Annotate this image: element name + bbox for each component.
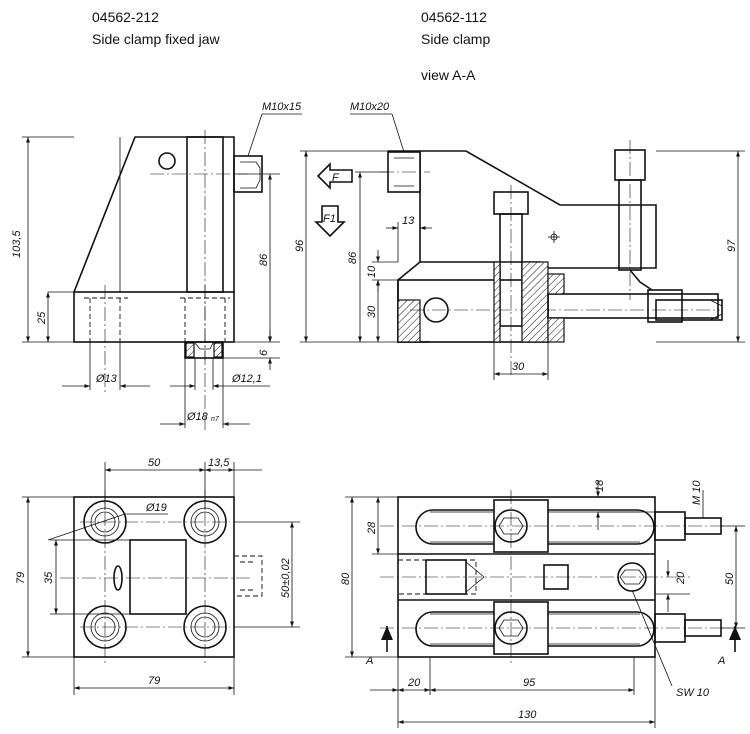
dim-86-left: 86 (258, 253, 270, 266)
section-a-left: A (365, 655, 373, 667)
dim-25: 25 (36, 311, 48, 325)
dim-50-tol: 50±0,02 (280, 558, 292, 598)
dim-35: 35 (43, 571, 55, 584)
dim-dia-19: Ø19 (145, 502, 167, 514)
dim-30-horiz: 30 (512, 361, 525, 373)
dim-28: 28 (366, 521, 378, 535)
dim-80: 80 (340, 572, 352, 585)
dim-13: 13 (402, 215, 415, 227)
right-part-title: Side clamp (421, 31, 491, 47)
dim-m10x20: M10x20 (350, 101, 390, 113)
left-part-title: Side clamp fixed jaw (92, 31, 220, 47)
fixed-jaw-top-view (22, 462, 300, 695)
dim-m10x15: M10x15 (262, 101, 302, 113)
force-label-f1: F1 (323, 213, 336, 225)
section-a-right: A (717, 655, 725, 667)
force-label-f: F (332, 172, 340, 184)
dim-13-5: 13,5 (208, 457, 230, 469)
dim-6: 6 (258, 349, 270, 356)
dim-20-vert: 20 (675, 571, 687, 585)
dim-18-small: 18 (594, 479, 606, 492)
dim-50-right: 50 (724, 572, 736, 585)
dim-dia-18-tol: n7 (211, 416, 220, 423)
dim-79-horiz: 79 (148, 675, 160, 687)
dim-96: 96 (294, 239, 306, 252)
side-clamp-top-view (345, 480, 745, 728)
right-part-code: 04562-112 (421, 9, 487, 25)
dim-20-horiz: 20 (407, 677, 421, 689)
dim-95: 95 (523, 677, 536, 689)
dim-103-5: 103,5 (11, 230, 23, 258)
dim-97: 97 (726, 239, 738, 252)
dim-86-right: 86 (347, 251, 359, 264)
dim-dia-18: Ø18 (186, 411, 209, 423)
dim-sw10: SW 10 (676, 687, 710, 699)
side-clamp-section-view (300, 113, 745, 380)
left-part-code: 04562-212 (92, 9, 159, 25)
dim-dia-12-1: Ø12,1 (231, 373, 262, 385)
view-label: view A-A (421, 67, 476, 83)
dim-79-vert: 79 (15, 572, 27, 584)
dim-130: 130 (518, 709, 537, 721)
dim-50-top: 50 (148, 457, 161, 469)
fixed-jaw-side-view (22, 113, 302, 430)
dim-m10: M 10 (691, 480, 703, 505)
dim-dia-13: Ø13 (95, 373, 118, 385)
dim-10: 10 (366, 265, 378, 278)
dim-30-vert: 30 (366, 305, 378, 318)
